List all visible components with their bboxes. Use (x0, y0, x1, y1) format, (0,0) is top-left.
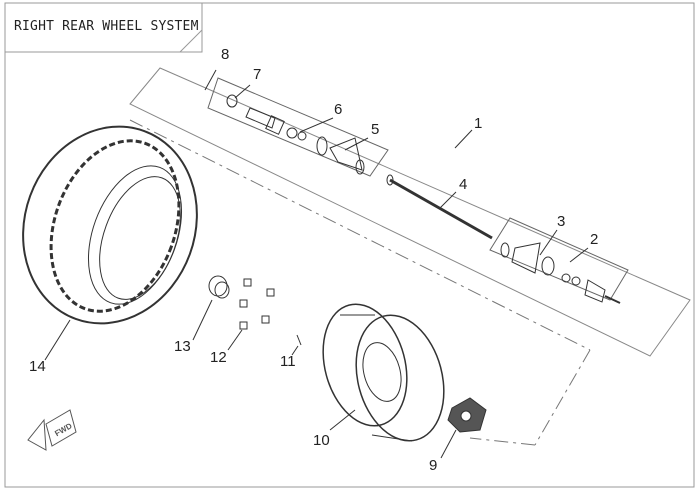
callout-2: 2 (590, 231, 599, 248)
callout-1: 1 (474, 115, 483, 132)
tire (22, 125, 198, 325)
wheel-rim (322, 303, 445, 442)
callout-9: 9 (429, 457, 438, 474)
subassembly-box-left (207, 77, 389, 177)
callout-14: 14 (29, 358, 46, 375)
hardware (208, 275, 302, 346)
callout-4: 4 (459, 176, 468, 193)
callout-3: 3 (557, 213, 566, 230)
callout-8: 8 (221, 46, 230, 63)
callout-7: 7 (253, 66, 262, 83)
callout-12: 12 (210, 349, 227, 366)
callout-5: 5 (371, 121, 380, 138)
outer-frame (4, 2, 695, 488)
diagram-title: RIGHT REAR WHEEL SYSTEM (14, 19, 199, 34)
assembly-outline (129, 67, 691, 357)
hub (447, 397, 487, 433)
callout-6: 6 (334, 101, 343, 118)
subassembly-box-right (489, 217, 629, 301)
callout-13: 13 (174, 338, 191, 355)
shaft-parts (226, 94, 621, 304)
callout-10: 10 (313, 432, 330, 449)
fwd-arrow-icon: FWD (27, 409, 77, 451)
leader-lines (44, 69, 589, 459)
guide-line-hub (469, 437, 536, 446)
guide-line-tire (129, 119, 591, 351)
title-box (4, 2, 203, 53)
callout-11: 11 (280, 353, 296, 370)
